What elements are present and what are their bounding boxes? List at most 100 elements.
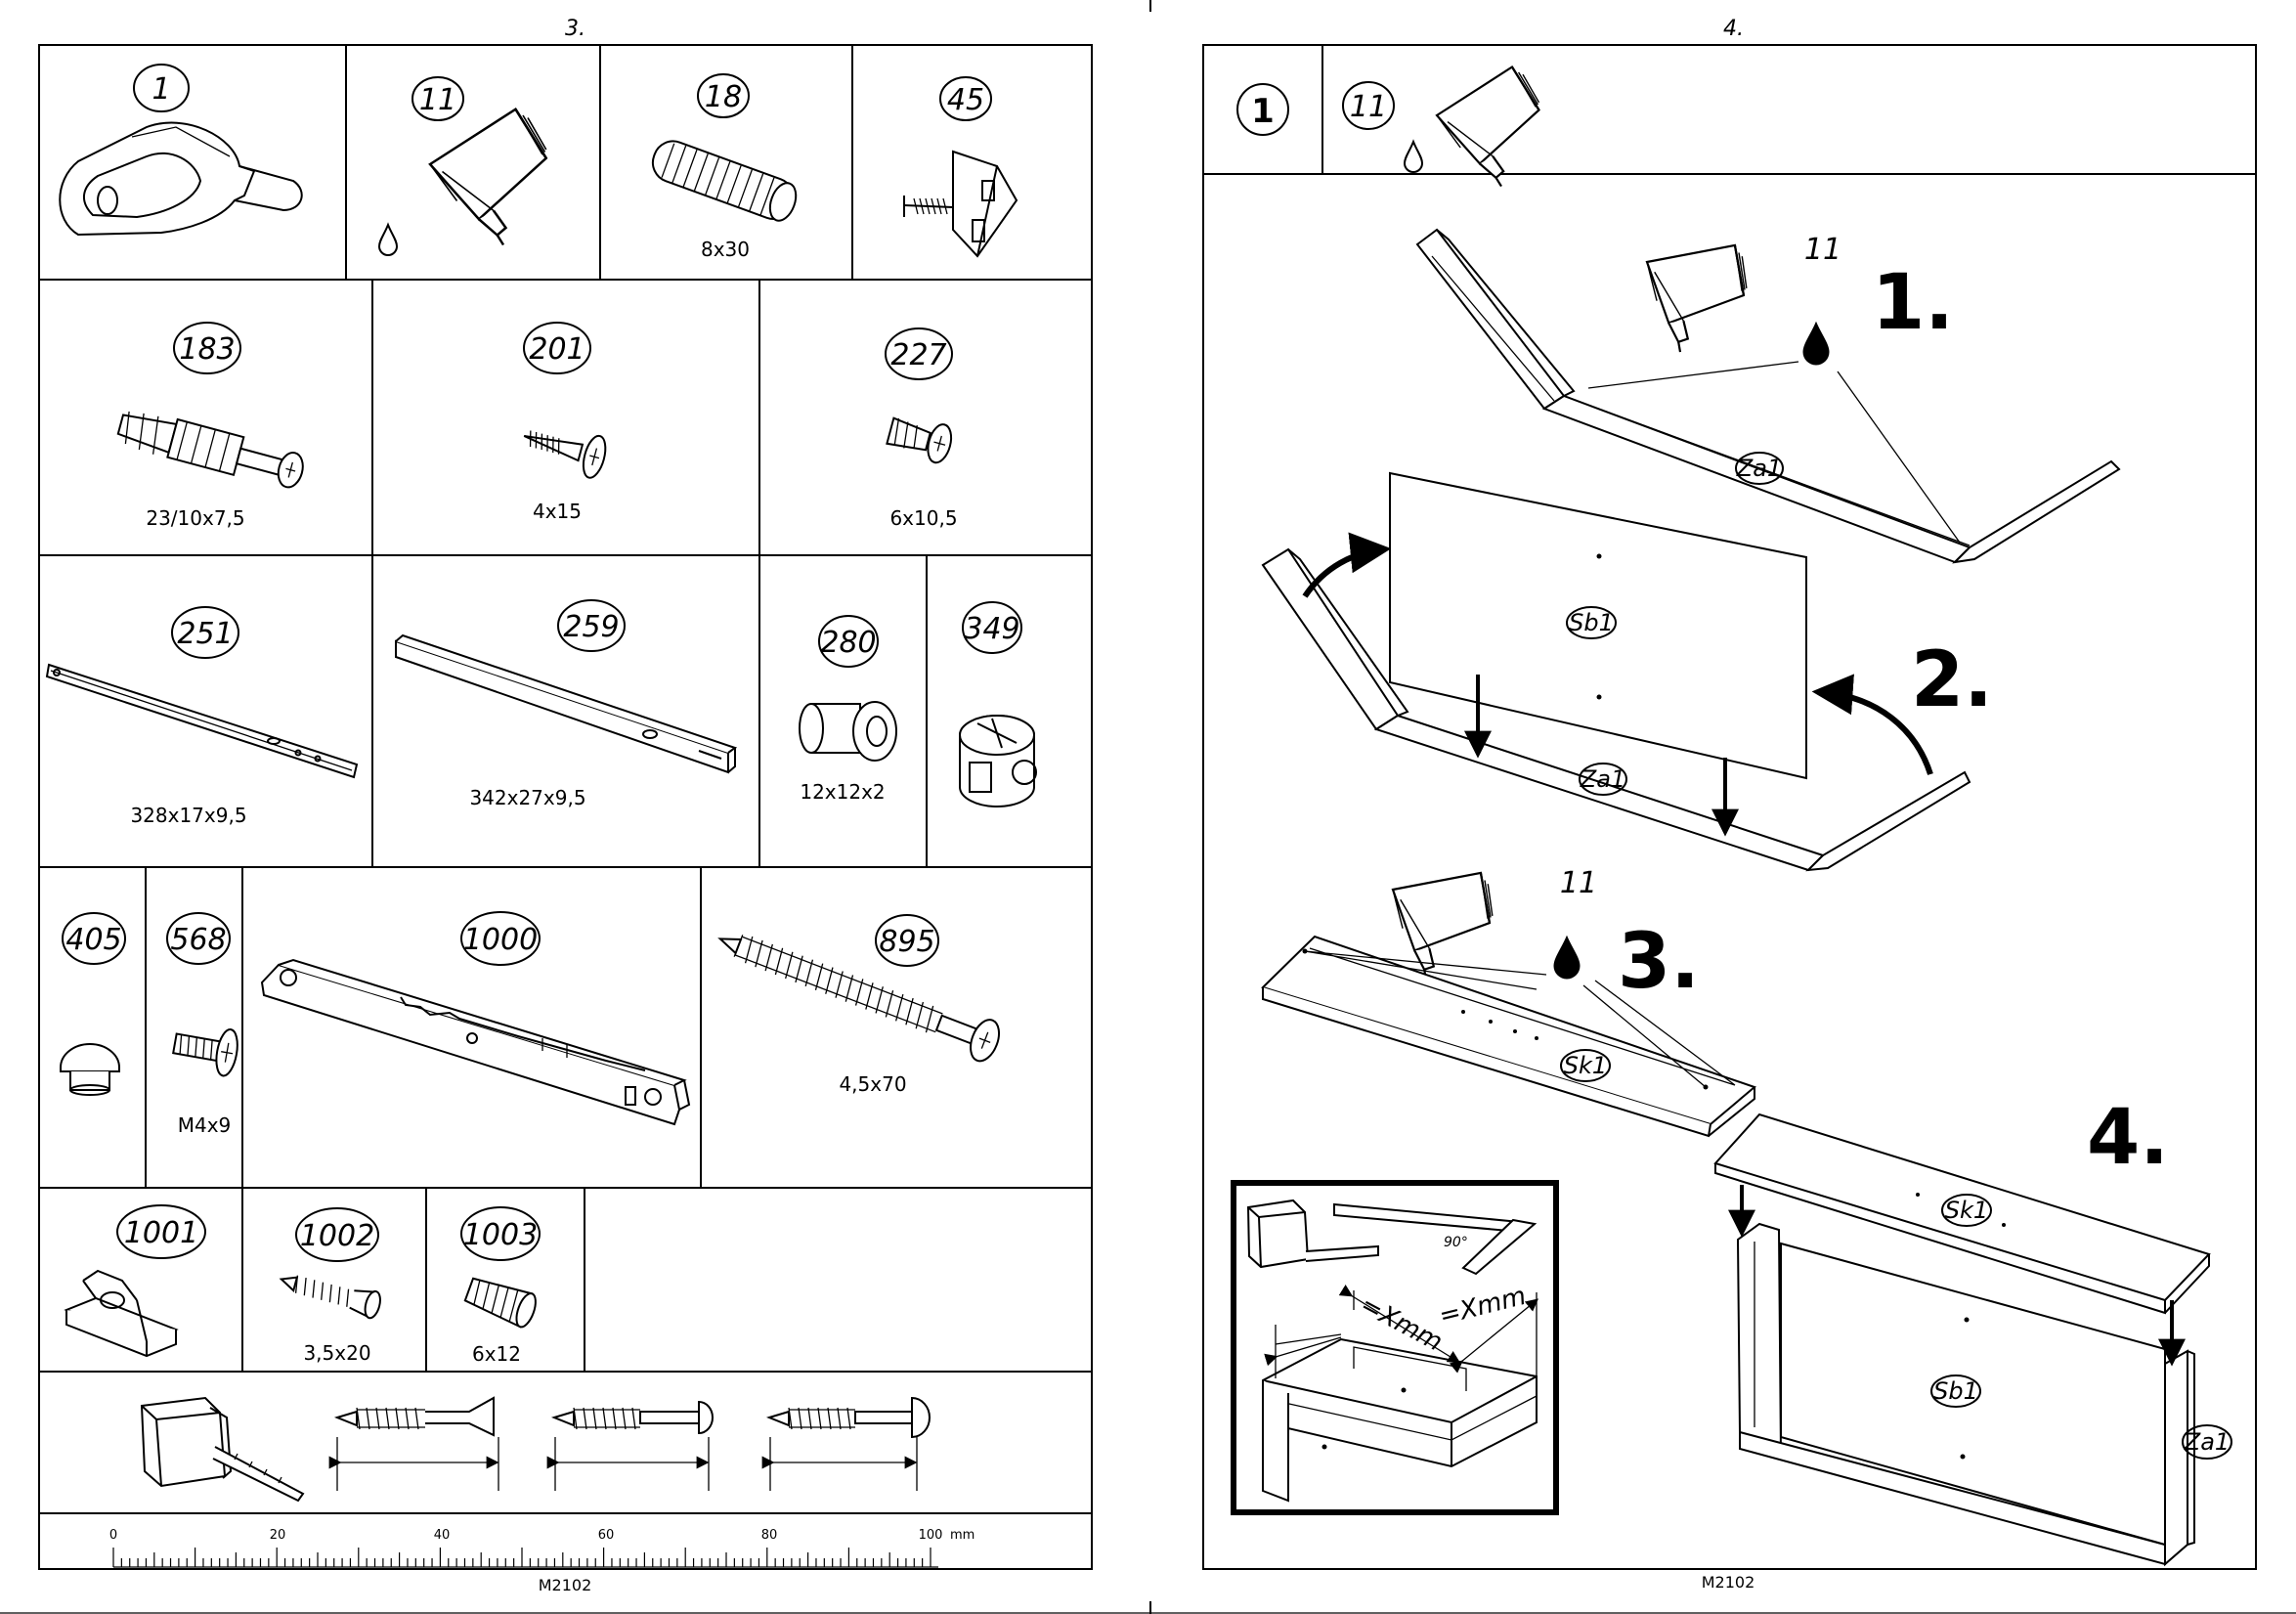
part-1003-id: 1003	[463, 1218, 538, 1252]
left-page-number: 3.	[565, 17, 585, 41]
inset-measure-box: 90° =Xmm =Xmm	[1234, 1183, 1556, 1512]
part-405-cell: 405	[61, 913, 125, 1095]
part-1001-cell: 1001	[66, 1205, 205, 1356]
part-183-cell: 183 23/10x7,5	[115, 323, 307, 530]
mm-ruler: 0 20 40 60 80 100 mm	[109, 1528, 975, 1567]
soft-close-mechanism-icon	[262, 960, 689, 1124]
ruler-label-60: 60	[598, 1528, 615, 1543]
part-1002-size: 3,5x20	[303, 1341, 370, 1365]
header-glue-drop-icon	[1405, 142, 1422, 172]
part-280-size: 12x12x2	[800, 780, 885, 804]
part-568-cell: 568 M4x9	[167, 913, 240, 1137]
short-screw-icon	[886, 412, 955, 465]
part-280-cell: 280 12x12x2	[800, 616, 896, 804]
part-1001-id: 1001	[124, 1216, 198, 1250]
part-251-id: 251	[177, 617, 233, 651]
part-1-id: 1	[152, 72, 170, 107]
part-1003-cell: 1003 6x12	[461, 1207, 540, 1366]
part-18-cell: 18 8x30	[647, 74, 801, 261]
part-11-cell: 11	[379, 77, 546, 255]
part-1000-id: 1000	[463, 923, 538, 957]
part-251-size: 328x17x9,5	[130, 804, 246, 827]
drawer-runner-259-icon	[396, 635, 735, 772]
step-4: 4. Sk1 Sb1 Za1	[1715, 1094, 2231, 1564]
part-895-id: 895	[879, 925, 934, 959]
header-part-1: 1	[1237, 84, 1288, 135]
part-895-cell: 895 4,5x70	[713, 915, 1005, 1096]
step-4-label: 4.	[2087, 1094, 2169, 1182]
part-259-cell: 259 342x27x9,5	[396, 600, 735, 809]
measure-tools-row	[142, 1398, 930, 1501]
header-part-11-id: 11	[1350, 90, 1387, 124]
part-349-id: 349	[964, 612, 1019, 646]
machine-screw-icon	[171, 1021, 240, 1077]
step-3-glue-drop-icon	[1554, 937, 1580, 979]
part-568-id: 568	[170, 923, 226, 957]
pan-head-screw-icon	[769, 1398, 930, 1491]
step-2-sb1-label: Sb1	[1569, 609, 1614, 636]
step-1-glue-tube-icon	[1621, 217, 1760, 366]
cam-lock-icon	[60, 123, 301, 235]
step-3-sk1-label: Sk1	[1564, 1052, 1607, 1079]
drawer-runner-251-icon	[47, 665, 357, 777]
right-page-number: 4.	[1723, 17, 1744, 41]
part-1002-cell: 1002 3,5x20	[278, 1208, 383, 1365]
right-doc-code: M2102	[1702, 1573, 1755, 1592]
small-wood-screw-icon	[278, 1267, 383, 1320]
part-18-id: 18	[705, 80, 742, 114]
ruler-unit: mm	[950, 1528, 975, 1543]
part-201-id: 201	[529, 332, 585, 367]
step-1-za1-label: Za1	[1736, 455, 1782, 482]
part-227-id: 227	[890, 338, 946, 372]
step-3-glue-number: 11	[1560, 866, 1597, 900]
part-259-id: 259	[563, 610, 619, 644]
header-part-1-id: 1	[1251, 92, 1275, 131]
rotate-arrow-left	[1305, 549, 1383, 596]
step-3: 3. 11 Sk1	[1263, 845, 1754, 1136]
part-45-cell: 45	[904, 77, 1017, 256]
part-895-size: 4,5x70	[839, 1072, 906, 1096]
step-2-za1-label: Za1	[1580, 765, 1625, 793]
wooden-dowel-icon	[647, 136, 801, 225]
ruler-label-0: 0	[109, 1528, 117, 1543]
part-568-size: M4x9	[178, 1113, 232, 1137]
cover-cap-icon	[61, 1044, 119, 1095]
spacer-bushing-icon	[800, 702, 896, 761]
step-1-label: 1.	[1872, 259, 1954, 347]
step-4-za1-label: Za1	[2184, 1428, 2230, 1456]
part-227-size: 6x10,5	[889, 506, 957, 530]
part-349-cell: 349	[960, 602, 1036, 807]
step-1-glue-number: 11	[1804, 233, 1841, 267]
round-head-screw-icon	[554, 1402, 713, 1491]
connector-bolt-icon	[115, 406, 307, 493]
part-11-id: 11	[419, 83, 456, 117]
ruler-label-20: 20	[270, 1528, 286, 1543]
ruler-label-80: 80	[761, 1528, 778, 1543]
header-glue-tube-icon	[1437, 67, 1539, 187]
inset-tape-measure-icon	[1248, 1200, 1308, 1267]
threaded-insert-icon	[463, 1273, 540, 1330]
tape-measure-icon	[142, 1398, 303, 1501]
part-183-id: 183	[179, 332, 235, 367]
part-18-size: 8x30	[701, 238, 750, 261]
part-1-cell: 1	[60, 65, 301, 235]
wood-screw-icon	[518, 417, 609, 481]
step-4-sb1-label: Sb1	[1933, 1377, 1978, 1405]
mounting-bracket-icon	[904, 152, 1017, 256]
part-227-cell: 227 6x10,5	[886, 328, 958, 530]
part-1003-size: 6x12	[472, 1342, 521, 1366]
header-part-11: 11	[1343, 67, 1539, 187]
countersunk-screw-icon	[337, 1398, 498, 1491]
part-45-id: 45	[947, 83, 984, 117]
part-201-size: 4x15	[533, 500, 582, 523]
part-251-cell: 251 328x17x9,5	[47, 607, 357, 827]
step-2-label: 2.	[1911, 636, 1993, 724]
part-1002-id: 1002	[300, 1219, 374, 1253]
step-1-glue-drop-icon	[1803, 323, 1829, 365]
ruler-label-40: 40	[434, 1528, 451, 1543]
part-183-size: 23/10x7,5	[146, 506, 244, 530]
part-405-id: 405	[65, 923, 121, 957]
left-doc-code: M2102	[539, 1576, 592, 1594]
long-screw-icon	[713, 919, 1005, 1066]
